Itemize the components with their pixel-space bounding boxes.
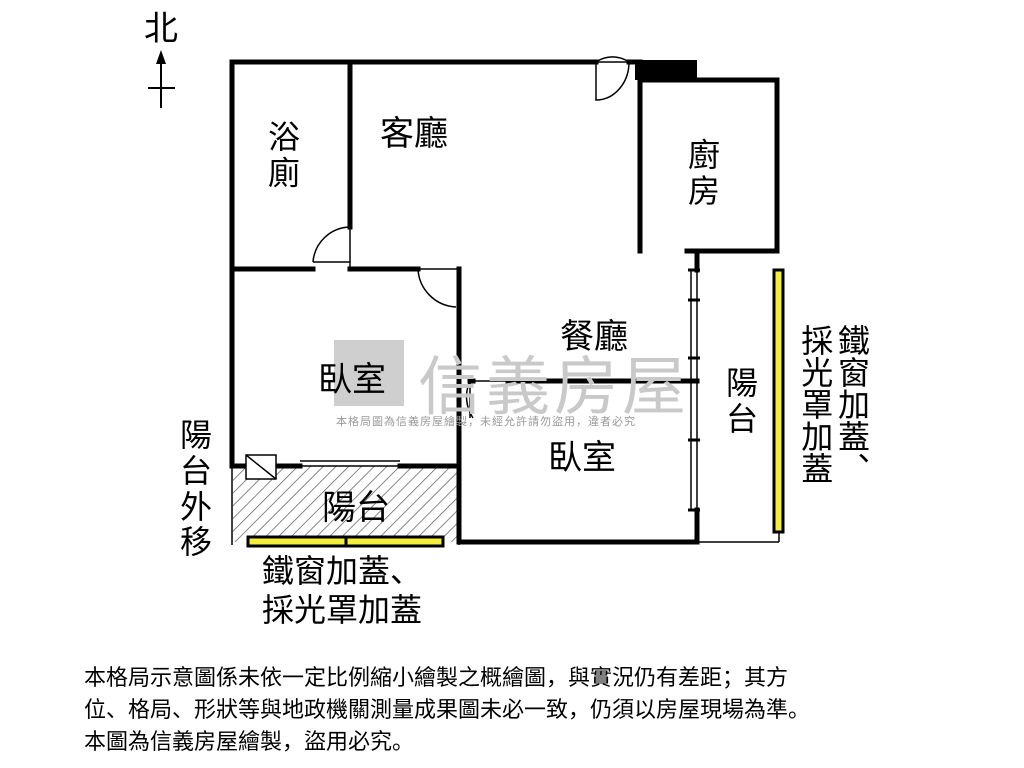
- watermark-notice: 本格局圖為信義房屋繪製，未經允許請勿盜用，違者必究: [336, 415, 636, 428]
- iron-window-note-bottom-1: 鐵窗加蓋、: [262, 552, 423, 590]
- disclaimer-line-3: 本圖為信義房屋繪製，盜用必究。: [84, 730, 415, 755]
- north-label: 北: [144, 9, 178, 49]
- north-arrow-icon: [148, 50, 175, 108]
- laundry-fixture-icon: [245, 454, 277, 480]
- room-bedroom-right: 臥室: [548, 438, 616, 478]
- balcony-moved-out-note: 陽台外移: [179, 416, 212, 562]
- window-ticks: [688, 268, 700, 512]
- room-balcony-bottom: 陽台: [322, 488, 390, 528]
- disclaimer-line-2: 位、格局、形狀等與地政機關測量成果圖未必一致，仍須以房屋現場為準。: [84, 698, 811, 723]
- bedroom-door-icon: [417, 268, 460, 310]
- room-living: 客廳: [380, 114, 448, 154]
- iron-window-bar-right: [772, 268, 785, 534]
- bedroom-right-door-icon: [465, 380, 508, 419]
- room-bedroom-left: 臥室: [318, 360, 386, 400]
- room-balcony-right: 陽台: [725, 364, 758, 438]
- watermark-brand: 信義房屋: [418, 351, 690, 425]
- iron-window-note-bottom-2: 採光罩加蓋: [262, 591, 423, 629]
- room-bath: 浴廁: [267, 118, 300, 192]
- ac-unit: [635, 60, 697, 80]
- watermark-logo-icon: [334, 340, 404, 406]
- iron-window-note-right: 鐵窗加蓋、採光罩加蓋: [796, 324, 871, 484]
- entrance-door-icon: [595, 56, 630, 101]
- iron-window-bar-bottom: [246, 535, 445, 548]
- disclaimer-line-1: 本格局示意圖係未依一定比例縮小繪製之概繪圖，與實況仍有差距；其方: [84, 666, 789, 691]
- room-kitchen: 廚房: [687, 136, 720, 210]
- room-dining: 餐廳: [560, 317, 628, 357]
- bath-door-icon: [312, 226, 351, 269]
